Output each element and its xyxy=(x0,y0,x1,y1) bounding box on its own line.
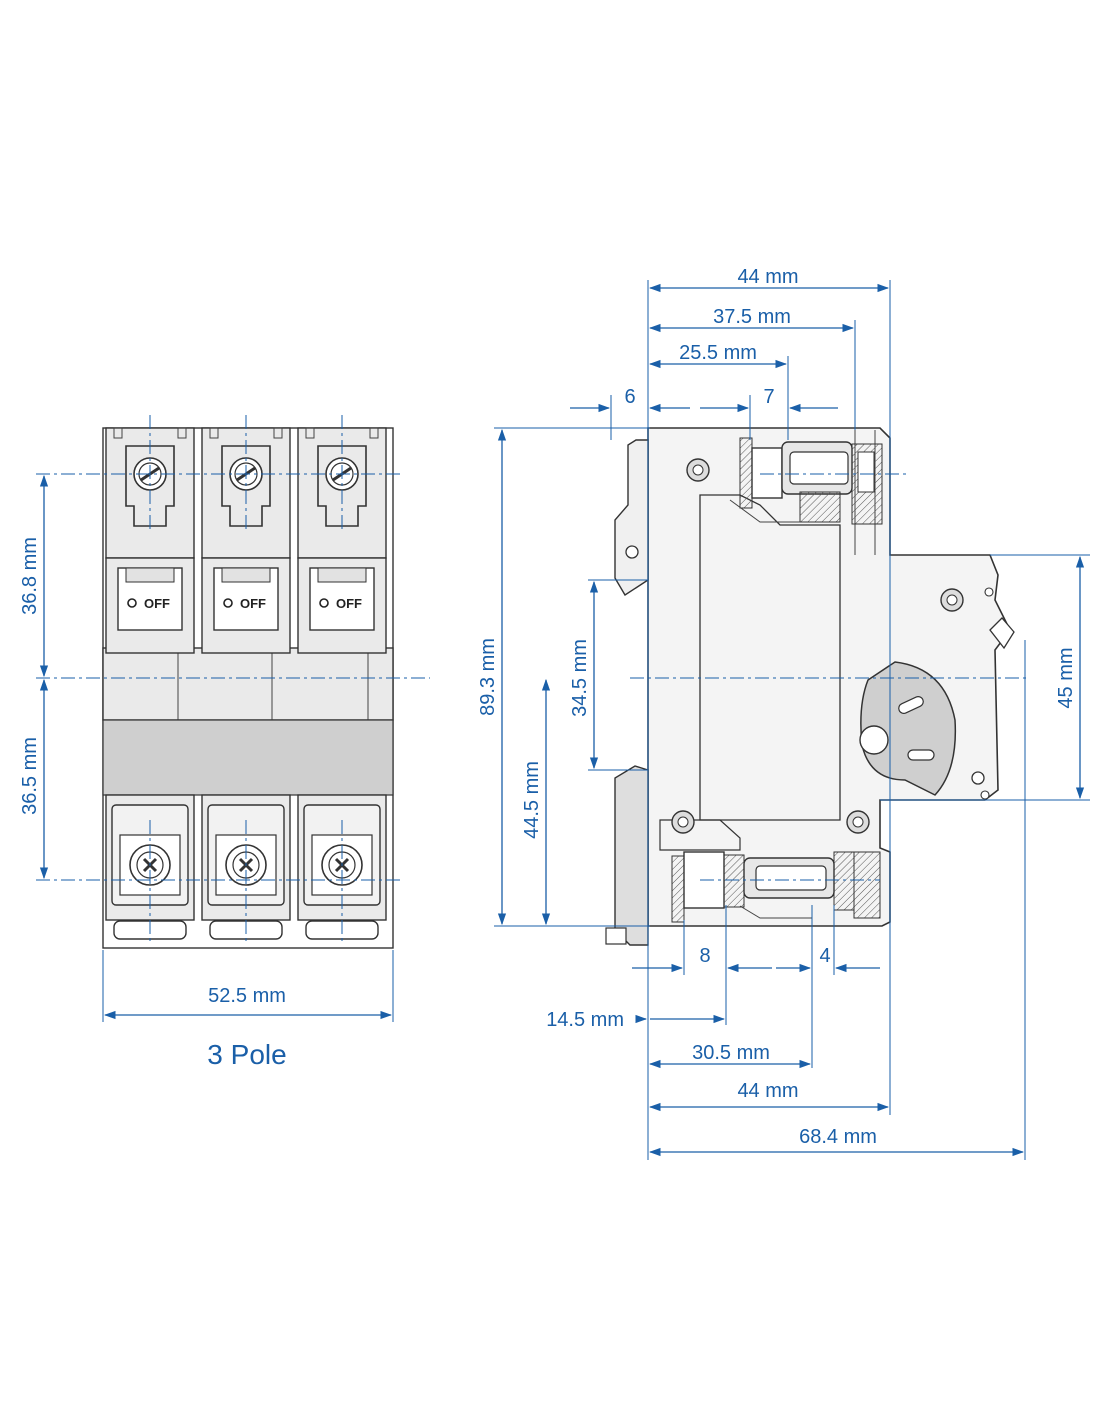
dim-side-bottom-68-4: 68.4 mm xyxy=(648,1126,1025,1157)
front-centerlines xyxy=(36,415,430,945)
dim-side-top-37-5: 37.5 mm xyxy=(648,306,855,333)
dim-side-height-44-5-label: 44.5 mm xyxy=(521,761,543,839)
dim-side-top-7-label: 7 xyxy=(763,386,774,408)
dim-side-height-45: 45 mm xyxy=(1055,555,1085,800)
dim-side-top-44: 44 mm xyxy=(648,266,890,293)
dim-side-height-34-5-label: 34.5 mm xyxy=(569,639,591,717)
pole-1-off-label: OFF xyxy=(144,596,170,611)
side-lever xyxy=(859,617,1015,796)
dim-side-top-37-5-label: 37.5 mm xyxy=(713,306,791,328)
dim-side-bottom-8-label: 8 xyxy=(699,945,710,967)
dim-front-bottom-height-label: 36.5 mm xyxy=(19,737,41,815)
side-top-terminal xyxy=(729,437,883,525)
dim-side-height-89-3-label: 89.3 mm xyxy=(477,638,499,716)
dim-side-bottom-44-label: 44 mm xyxy=(737,1080,798,1102)
dim-side-top-7: 7 xyxy=(700,386,838,413)
dim-side-height-44-5: 44.5 mm xyxy=(521,678,551,926)
dim-side-bottom-4: 4 xyxy=(776,945,880,973)
dim-side-bottom-14-5-label: 14.5 mm xyxy=(546,1009,624,1031)
side-centerlines xyxy=(630,473,1030,881)
dim-side-height-89-3: 89.3 mm xyxy=(477,428,507,926)
dim-side-height-45-label: 45 mm xyxy=(1055,647,1077,708)
dim-side-bottom-44: 44 mm xyxy=(648,1080,890,1112)
front-view-title: 3 Pole xyxy=(207,1039,286,1070)
dim-side-height-34-5: 34.5 mm xyxy=(569,580,599,770)
dim-front-width-label: 52.5 mm xyxy=(208,985,286,1007)
dim-side-bottom-30-5-label: 30.5 mm xyxy=(692,1042,770,1064)
dim-side-top-6-label: 6 xyxy=(624,386,635,408)
dim-front-top-height-label: 36.8 mm xyxy=(19,537,41,615)
side-bottom-terminal xyxy=(671,851,881,923)
pole-2-off-label: OFF xyxy=(240,596,266,611)
dim-side-bottom-4-label: 4 xyxy=(819,945,830,967)
pole-3-off-label: OFF xyxy=(336,596,362,611)
side-view: 44 mm 37.5 mm 25.5 mm 6 7 89.3 mm 44.5 m… xyxy=(477,266,1090,1160)
dim-side-top-25-5: 25.5 mm xyxy=(648,342,788,369)
dim-side-bottom-68-4-label: 68.4 mm xyxy=(799,1126,877,1148)
dim-side-bottom-8: 8 xyxy=(632,945,772,973)
dim-side-top-44-label: 44 mm xyxy=(737,266,798,288)
dim-front-bottom-height: 36.5 mm xyxy=(19,678,49,880)
side-rivets xyxy=(625,458,994,834)
dim-front-top-height: 36.8 mm xyxy=(19,474,49,678)
dim-side-bottom-30-5: 30.5 mm xyxy=(648,1042,812,1069)
dim-front-width: 52.5 mm xyxy=(102,950,394,1022)
dim-side-top-25-5-label: 25.5 mm xyxy=(679,342,757,364)
dim-side-top-6: 6 xyxy=(570,386,690,413)
dim-side-bottom-14-5: 14.5 mm xyxy=(546,1009,726,1031)
front-view: OFF OFF OFF 36.8 mm 36.5 mm 5 xyxy=(19,415,430,1070)
side-extension-lines xyxy=(494,280,1090,1160)
